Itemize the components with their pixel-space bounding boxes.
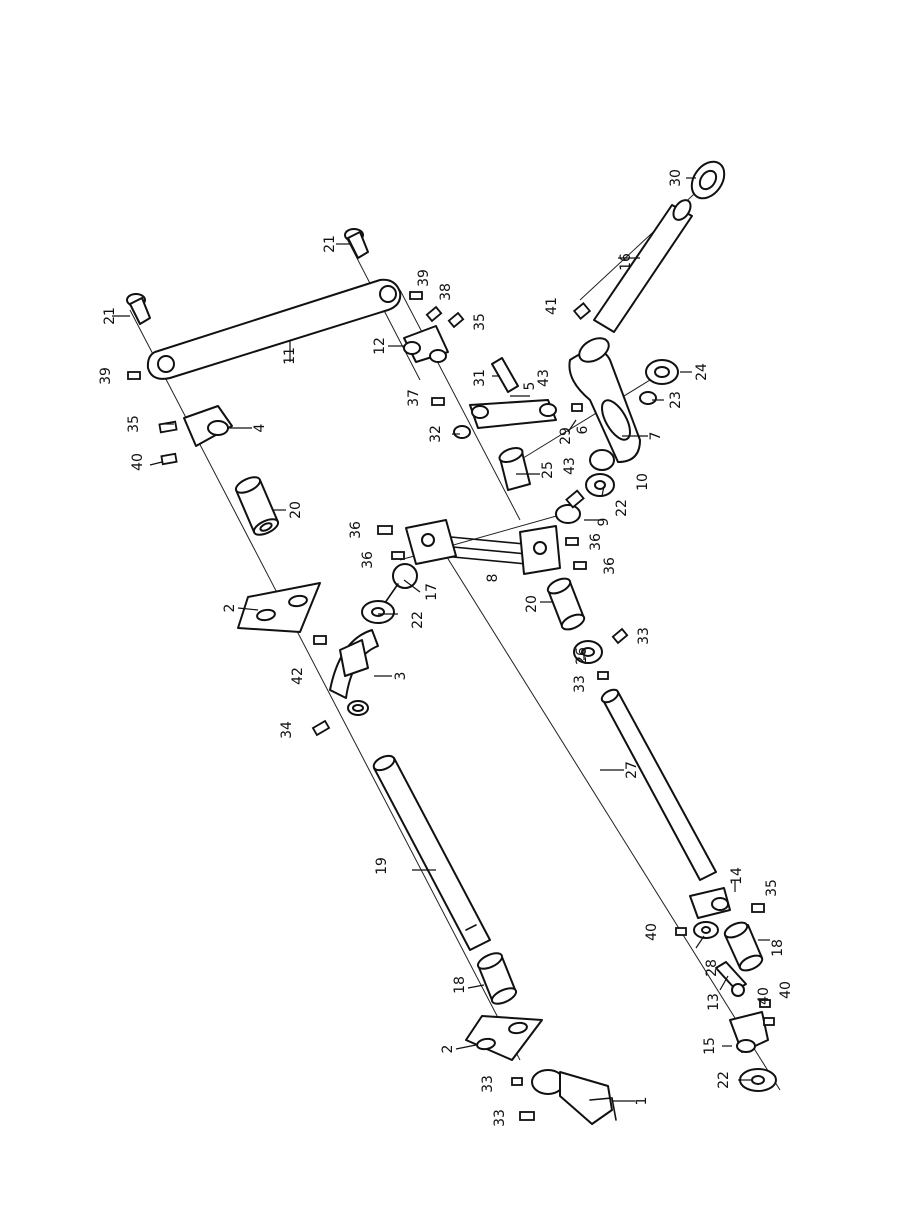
callout-label: 43	[536, 369, 552, 387]
lever-1	[531, 1069, 617, 1125]
bushing-18-left	[476, 952, 518, 1005]
callout-label: 1	[634, 1097, 650, 1106]
callout-label: 35	[472, 313, 488, 331]
callout-label: 4	[252, 423, 268, 432]
callout-label: 21	[322, 235, 338, 253]
callout-label: 22	[410, 611, 426, 629]
callout-label: 40	[130, 453, 146, 471]
callout-label: 30	[668, 169, 684, 187]
callout-label: 7	[648, 432, 664, 441]
callout-label: 35	[764, 879, 780, 897]
clamp-12	[403, 325, 449, 363]
callout-label: 13	[706, 993, 722, 1011]
callout-label: 20	[288, 501, 304, 519]
callout-label: 27	[624, 761, 640, 779]
clamp-15	[729, 1011, 769, 1053]
washers	[361, 359, 777, 1092]
bushing-20-lower	[546, 577, 586, 631]
callout-label: 31	[472, 369, 488, 387]
callout-label: 15	[702, 1037, 718, 1055]
callout-label: 21	[102, 307, 118, 325]
callout-label: 36	[348, 521, 364, 539]
callout-label: 42	[290, 667, 306, 685]
clamp-4	[183, 405, 233, 447]
arm-5	[469, 399, 557, 429]
callout-label: 25	[540, 461, 556, 479]
callout-label: 9	[596, 518, 612, 527]
callout-label: 22	[716, 1071, 732, 1089]
callout-label: 38	[438, 283, 454, 301]
pin-21-heads	[126, 228, 369, 325]
callout-label: 24	[694, 363, 710, 381]
callout-label: 37	[406, 389, 422, 407]
callout-label: 29	[558, 427, 574, 445]
callout-label: 11	[282, 347, 298, 365]
callout-label: 36	[360, 551, 376, 569]
callout-label: 32	[428, 425, 444, 443]
callout-label: 43	[562, 457, 578, 475]
pin-31	[491, 357, 519, 393]
callout-label: 2	[222, 604, 238, 613]
callout-label: 18	[770, 939, 786, 957]
callout-label: 33	[480, 1075, 496, 1093]
callout-label: 39	[98, 367, 114, 385]
bushing-20-upper	[234, 476, 280, 536]
callout-label: 41	[544, 297, 560, 315]
callout-label: 6	[575, 425, 591, 434]
callout-label: 22	[614, 499, 630, 517]
plate-2-upper	[237, 582, 321, 633]
rod-19	[372, 754, 491, 951]
collar-30	[690, 160, 726, 200]
bushing-18-right	[723, 921, 764, 972]
block-36-upper	[405, 519, 457, 565]
shaft-16	[593, 199, 693, 333]
callout-label: 40	[644, 923, 660, 941]
block-36-lower	[519, 525, 561, 575]
connecting-link-11	[146, 278, 402, 380]
callout-label: 39	[416, 269, 432, 287]
callout-label: 14	[729, 867, 745, 885]
assembly-axis-lines	[129, 169, 781, 1091]
rod-27	[600, 688, 717, 881]
callout-label: 10	[635, 473, 651, 491]
set-screws	[127, 291, 775, 1121]
bushing-25	[498, 447, 531, 491]
plate-2-lower	[465, 1015, 543, 1061]
callout-label: 8	[485, 574, 501, 583]
callout-label: 35	[126, 415, 142, 433]
clamp-14	[689, 887, 731, 919]
callout-label: 23	[668, 391, 684, 409]
callout-label: 20	[524, 595, 540, 613]
callout-label: 28	[704, 959, 720, 977]
callout-label: 3	[393, 672, 409, 681]
callout-label: 5	[522, 382, 538, 391]
callout-label: 2	[440, 1045, 456, 1054]
callout-label: 36	[602, 557, 618, 575]
pin-13	[715, 961, 747, 997]
callout-label: 19	[374, 857, 390, 875]
callout-label: 26	[574, 647, 590, 665]
crank-7	[568, 337, 641, 463]
callout-numbers: 1 2 2 3 4 5 6 7 8 9 10 11 12 13 14 15 16…	[98, 169, 794, 1127]
callout-label: 34	[279, 721, 295, 739]
callout-label: 17	[424, 583, 440, 601]
callout-label: 16	[618, 253, 634, 271]
leader-lines	[112, 177, 770, 1102]
callout-label: 40	[756, 987, 772, 1005]
callout-label: 33	[636, 627, 652, 645]
callout-label: 40	[778, 981, 794, 999]
callout-label: 36	[588, 533, 604, 551]
callout-label: 33	[572, 675, 588, 693]
callout-label: 12	[372, 337, 388, 355]
arc-guide-3	[329, 629, 379, 716]
callout-label: 18	[452, 976, 468, 994]
callout-label: 33	[492, 1109, 508, 1127]
